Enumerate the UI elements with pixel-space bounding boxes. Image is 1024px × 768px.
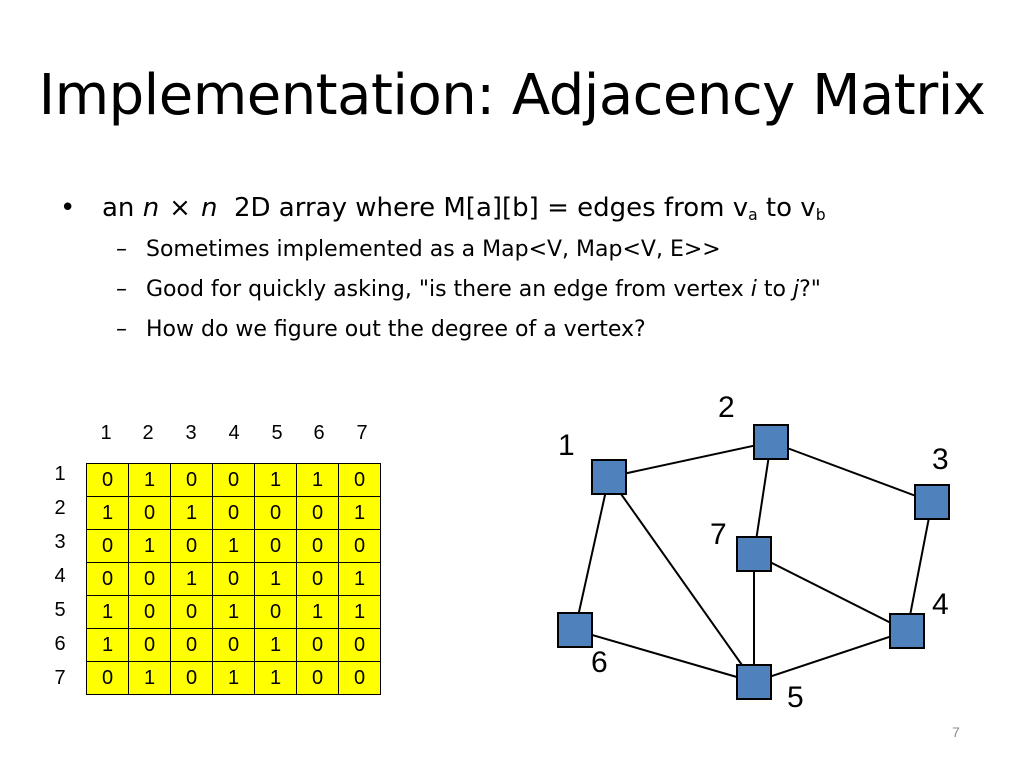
graph-node-7 <box>736 536 772 572</box>
matrix-cell: 0 <box>86 463 129 497</box>
matrix-cell: 0 <box>212 463 255 497</box>
matrix-cell: 0 <box>254 496 297 530</box>
matrix-cell: 1 <box>338 595 381 629</box>
matrix-cell: 0 <box>86 562 129 596</box>
graph-node-1 <box>591 459 627 495</box>
matrix-cell: 1 <box>86 595 129 629</box>
sub-bullet-map: – Sometimes implemented as a Map<V, Map<… <box>60 234 1000 266</box>
graph-edge-3-4 <box>906 501 933 632</box>
dash: – <box>116 237 127 262</box>
node-label-4: 4 <box>932 588 949 621</box>
matrix-cell: 1 <box>212 661 255 695</box>
col-label: 7 <box>356 422 368 444</box>
graph-edges <box>574 441 933 683</box>
col-label: 3 <box>185 422 197 444</box>
graph-edge-2-3 <box>770 441 933 503</box>
matrix-cell: 0 <box>86 661 129 695</box>
bullet-dot: • <box>60 193 76 223</box>
node-label-3: 3 <box>932 443 949 476</box>
matrix-cell: 0 <box>170 529 213 563</box>
bullet-main-text: an n×n 2D array where M[a][b] = edges fr… <box>102 193 826 224</box>
node-label-2: 2 <box>718 391 735 424</box>
node-label-1: 1 <box>558 429 575 462</box>
matrix-cell: 0 <box>296 529 339 563</box>
matrix-cell: 0 <box>170 463 213 497</box>
matrix-cell: 0 <box>338 463 381 497</box>
row-label: 5 <box>54 599 66 621</box>
col-label: 1 <box>100 422 112 444</box>
node-label-5: 5 <box>787 681 804 714</box>
matrix-cell: 0 <box>86 529 129 563</box>
sub-bullet-edge-query-text: Good for quickly asking, "is there an ed… <box>146 277 821 302</box>
dash: – <box>116 317 127 342</box>
col-label: 5 <box>271 422 283 444</box>
node-label-7: 7 <box>710 518 727 551</box>
matrix-cell: 0 <box>338 628 381 662</box>
matrix-cell: 0 <box>212 496 255 530</box>
graph-node-4 <box>889 613 925 649</box>
graph-edge-1-2 <box>608 441 772 478</box>
matrix-cell: 0 <box>338 661 381 695</box>
row-label: 7 <box>54 667 66 689</box>
row-label: 6 <box>54 633 66 655</box>
col-label: 4 <box>228 422 240 444</box>
matrix-cell: 0 <box>128 562 171 596</box>
row-label: 4 <box>54 565 66 587</box>
sub-bullet-edge-query: – Good for quickly asking, "is there an … <box>60 274 1000 306</box>
sub-bullet-degree-text: How do we figure out the degree of a ver… <box>146 317 646 342</box>
col-label: 2 <box>142 422 154 444</box>
graph-edge-1-5 <box>608 476 755 683</box>
graph-edge-4-7 <box>753 553 908 632</box>
graph-edge-1-6 <box>574 476 610 631</box>
node-label-6: 6 <box>591 646 608 679</box>
graph-edge-4-5 <box>753 630 908 683</box>
bullet-list: • an n×n 2D array where M[a][b] = edges … <box>60 190 1000 346</box>
matrix-cell: 1 <box>170 562 213 596</box>
page-number: 7 <box>952 724 960 740</box>
col-label: 6 <box>313 422 325 444</box>
matrix-cell: 0 <box>254 529 297 563</box>
graph-node-2 <box>753 424 789 460</box>
graph-node-5 <box>736 664 772 700</box>
matrix-cell: 0 <box>170 595 213 629</box>
matrix-cell: 0 <box>128 595 171 629</box>
graph-nodes <box>557 424 950 700</box>
row-label: 2 <box>54 497 66 519</box>
graph-node-6 <box>557 612 593 648</box>
graph-labels: 1 2 3 4 5 6 7 <box>558 391 949 714</box>
matrix-cell: 1 <box>338 496 381 530</box>
graph-edge-2-7 <box>753 441 772 555</box>
sub-bullet-degree: – How do we figure out the degree of a v… <box>60 314 1000 346</box>
row-label: 3 <box>54 531 66 553</box>
row-label: 1 <box>54 463 66 485</box>
matrix-cell: 0 <box>128 628 171 662</box>
matrix-cell: 0 <box>338 529 381 563</box>
bullet-main: • an n×n 2D array where M[a][b] = edges … <box>60 190 1000 226</box>
dash: – <box>116 277 127 302</box>
graph-edge-5-6 <box>574 629 755 683</box>
slide-title: Implementation: Adjacency Matrix <box>38 63 986 128</box>
graph-node-3 <box>914 484 950 520</box>
sub-bullet-map-text: Sometimes implemented as a Map<V, Map<V,… <box>146 237 721 262</box>
matrix-cell: 1 <box>338 562 381 596</box>
